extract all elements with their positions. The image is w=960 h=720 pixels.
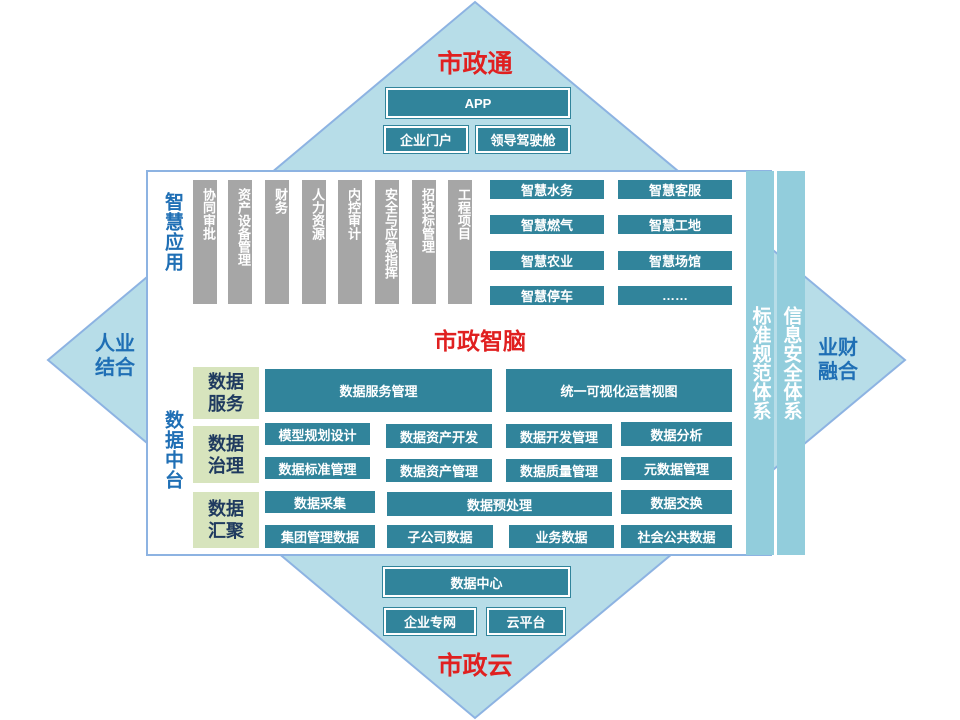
data-dev-management[interactable]: 数据开发管理 [506,424,612,448]
smart-apps-label: 智慧应用 [162,192,183,272]
public-social-data[interactable]: 社会公共数据 [621,525,732,548]
layer-data-aggregation: 数据 汇聚 [193,492,259,548]
module-finance[interactable]: 财务 [265,180,289,304]
data-exchange[interactable]: 数据交换 [621,490,732,514]
smart-parking[interactable]: 智慧停车 [490,286,604,305]
leader-cockpit-box[interactable]: 领导驾驶舱 [475,125,571,154]
standards-pillar: 标准规范体系 [746,171,774,555]
module-engineering[interactable]: 工程项目 [448,180,472,304]
module-asset-equipment[interactable]: 资产设备管理 [228,180,252,304]
layer-data-service: 数据 服务 [193,367,259,419]
enterprise-network-box[interactable]: 企业专网 [383,607,477,636]
module-hr[interactable]: 人力资源 [302,180,326,304]
group-management-data[interactable]: 集团管理数据 [265,525,375,548]
data-center-box[interactable]: 数据中心 [382,566,571,598]
unified-visual-ops-view[interactable]: 统一可视化运营视图 [506,369,732,412]
cloud-platform-box[interactable]: 云平台 [486,607,566,636]
data-preprocessing[interactable]: 数据预处理 [387,492,612,516]
module-safety-emergency[interactable]: 安全与应急指挥 [375,180,399,304]
center-title: 市政智脑 [434,328,526,354]
layer-data-governance: 数据 治理 [193,426,259,483]
top-title: 市政通 [437,50,513,78]
data-asset-development[interactable]: 数据资产开发 [386,424,492,448]
smart-agriculture[interactable]: 智慧农业 [490,251,604,270]
business-data[interactable]: 业务数据 [509,525,614,548]
app-box[interactable]: APP [385,87,571,119]
module-collab-approval[interactable]: 协同审批 [193,180,217,304]
subsidiary-data[interactable]: 子公司数据 [387,525,493,548]
left-label: 人业 结合 [95,333,135,379]
data-service-management[interactable]: 数据服务管理 [265,369,492,412]
smart-more[interactable]: …… [618,286,732,305]
data-asset-management[interactable]: 数据资产管理 [386,459,492,482]
right-label: 业财 融合 [818,337,858,383]
data-standard-management[interactable]: 数据标准管理 [265,457,370,479]
enterprise-portal-box[interactable]: 企业门户 [383,125,469,154]
smart-venue[interactable]: 智慧场馆 [618,251,732,270]
module-internal-audit[interactable]: 内控审计 [338,180,362,304]
data-quality-management[interactable]: 数据质量管理 [506,459,612,482]
smart-water[interactable]: 智慧水务 [490,180,604,199]
metadata-management[interactable]: 元数据管理 [621,457,732,480]
bottom-title: 市政云 [437,652,513,680]
data-analysis[interactable]: 数据分析 [621,422,732,446]
model-planning-design[interactable]: 模型规划设计 [265,423,370,445]
smart-construction-site[interactable]: 智慧工地 [618,215,732,234]
data-collection[interactable]: 数据采集 [265,491,375,513]
smart-customer-service[interactable]: 智慧客服 [618,180,732,199]
security-pillar: 信息安全体系 [777,171,805,555]
module-bidding[interactable]: 招投标管理 [412,180,436,304]
smart-gas[interactable]: 智慧燃气 [490,215,604,234]
data-platform-label: 数据中台 [162,410,183,490]
